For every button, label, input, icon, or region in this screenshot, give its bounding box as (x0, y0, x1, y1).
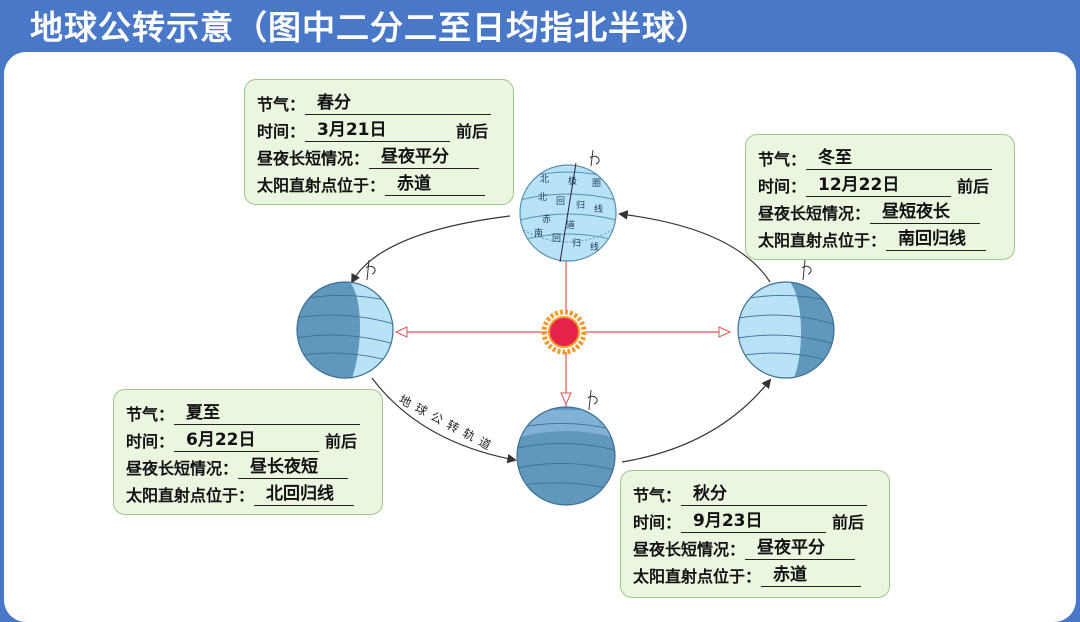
svg-text:赤: 赤 (542, 214, 551, 225)
svg-text:极: 极 (568, 175, 577, 187)
daynight-value: 昼夜平分 (369, 147, 480, 169)
globe-zone-labels: 北 极 圈 北 回 归 线 赤 道 南 回 归 线 (534, 174, 603, 253)
ray-arrow-left (394, 326, 408, 338)
jieqi-value: 春分 (305, 93, 492, 115)
svg-text:回: 回 (552, 233, 561, 244)
svg-text:北: 北 (538, 192, 547, 203)
time-label: 时间： (257, 122, 306, 141)
daynight-value: 昼长夜短 (238, 457, 349, 479)
rotation-arrow-icon (801, 265, 812, 275)
card-summer: 节气：夏至 时间：6月22日前后 昼夜长短情况：昼长夜短 太阳直射点位于：北回归… (113, 389, 383, 515)
sun-point-label: 太阳直射点位于： (633, 567, 762, 586)
time-label: 时间： (126, 432, 175, 451)
orbit-arc-top-right (618, 210, 771, 283)
jieqi-value: 秋分 (681, 484, 868, 506)
jieqi-label: 节气： (126, 405, 175, 424)
earth-globe-left (296, 259, 394, 379)
rotation-arrow-icon (587, 395, 598, 405)
svg-text:归: 归 (572, 237, 581, 249)
sun-icon (541, 309, 587, 355)
jieqi-label: 节气： (257, 95, 306, 114)
time-suffix: 前后 (325, 432, 358, 451)
svg-text:道: 道 (566, 219, 575, 231)
jieqi-label: 节气： (758, 150, 807, 169)
daynight-value: 昼夜平分 (745, 538, 856, 560)
daynight-label: 昼夜长短情况： (126, 459, 239, 478)
svg-text:南: 南 (534, 227, 543, 239)
daynight-label: 昼夜长短情况： (633, 540, 746, 559)
svg-text:圈: 圈 (592, 178, 601, 189)
svg-text:归: 归 (576, 199, 585, 211)
sun-point-label: 太阳直射点位于： (126, 486, 255, 505)
jieqi-label: 节气： (633, 486, 682, 505)
time-suffix: 前后 (832, 513, 865, 532)
jieqi-value: 冬至 (806, 148, 993, 170)
time-suffix: 前后 (456, 122, 489, 141)
ray-arrow-right (718, 326, 732, 338)
sun-point-value: 赤道 (385, 174, 486, 196)
sun-point-label: 太阳直射点位于： (758, 231, 887, 250)
orbit-diagram: 北 极 圈 北 回 归 线 赤 道 南 回 归 线 (296, 149, 835, 506)
daynight-label: 昼夜长短情况： (758, 204, 871, 223)
time-value: 6月22日 (174, 430, 320, 452)
sun-point-label: 太阳直射点位于： (257, 176, 386, 195)
orbit-arc-top-left (351, 215, 511, 284)
earth-globe-top: 北 极 圈 北 回 归 线 赤 道 南 回 归 线 (519, 149, 617, 263)
svg-text:线: 线 (590, 241, 599, 253)
rotation-arrow-icon (365, 265, 376, 275)
time-label: 时间： (758, 177, 807, 196)
page-title: 地球公转示意（图中二分二至日均指北半球） (30, 8, 710, 47)
earth-globe-right (737, 259, 835, 379)
time-value: 9月23日 (681, 511, 827, 533)
sun-point-value: 南回归线 (886, 229, 987, 251)
orbit-label: 地球公转轨道 (397, 391, 499, 455)
card-winter: 节气：冬至 时间：12月22日前后 昼夜长短情况：昼短夜长 太阳直射点位于：南回… (745, 134, 1015, 260)
svg-text:北: 北 (540, 174, 549, 185)
earth-globe-bottom (516, 389, 616, 506)
orbit-arc-bottom-left (371, 377, 517, 464)
card-autumn: 节气：秋分 时间：9月23日前后 昼夜长短情况：昼夜平分 太阳直射点位于：赤道 (620, 470, 890, 598)
card-spring: 节气：春分 时间：3月21日前后 昼夜长短情况：昼夜平分 太阳直射点位于：赤道 (244, 79, 514, 205)
sun-point-value: 北回归线 (254, 484, 355, 506)
time-value: 3月21日 (305, 120, 451, 142)
time-suffix: 前后 (957, 177, 990, 196)
svg-text:回: 回 (556, 196, 565, 207)
time-value: 12月22日 (806, 175, 952, 197)
daynight-value: 昼短夜长 (870, 202, 981, 224)
time-label: 时间： (633, 513, 682, 532)
daynight-label: 昼夜长短情况： (257, 149, 370, 168)
svg-text:线: 线 (594, 203, 603, 215)
jieqi-value: 夏至 (174, 403, 361, 425)
rotation-arrow-icon (589, 155, 600, 165)
sun-point-value: 赤道 (761, 565, 862, 587)
orbit-arc-bottom-right (621, 378, 772, 463)
ray-arrow-bottom (560, 392, 572, 406)
